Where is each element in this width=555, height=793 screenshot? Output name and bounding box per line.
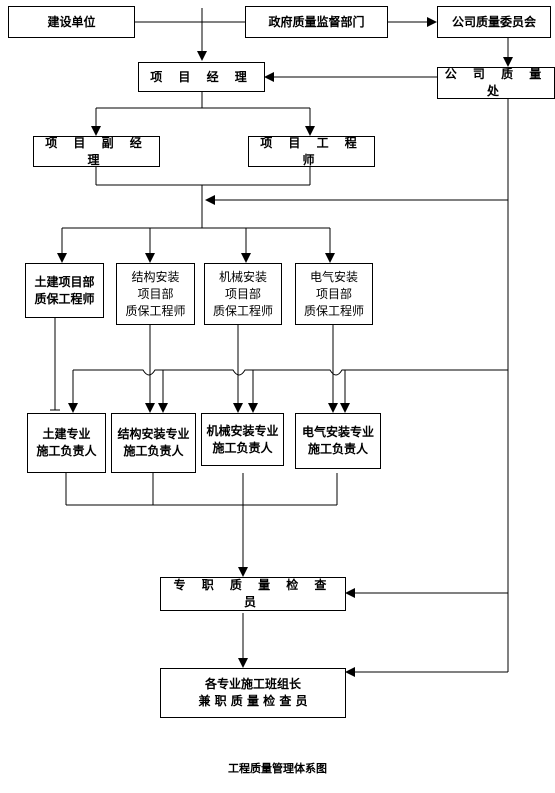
- node-project-engineer: 项 目 工 程 师: [248, 136, 375, 167]
- node-structural-qa: 结构安装 项目部 质保工程师: [116, 263, 195, 325]
- node-team-leaders: 各专业施工班组长 兼 职 质 量 检 查 员: [160, 668, 346, 718]
- diagram-caption: 工程质量管理体系图: [228, 762, 327, 775]
- node-company-quality-dept: 公 司 质 量 处: [437, 67, 555, 99]
- node-structural-lead: 结构安装专业 施工负责人: [111, 413, 196, 473]
- node-project-manager: 项 目 经 理: [138, 62, 265, 92]
- node-civil-lead: 土建专业 施工负责人: [27, 413, 106, 473]
- node-gov-supervision: 政府质量监督部门: [245, 6, 388, 38]
- node-company-quality-committee: 公司质量委员会: [437, 6, 551, 38]
- node-construction-unit: 建设单位: [8, 6, 135, 38]
- node-deputy-pm: 项 目 副 经 理: [33, 136, 160, 167]
- node-mechanical-lead: 机械安装专业 施工负责人: [201, 413, 284, 466]
- node-electrical-qa: 电气安装 项目部 质保工程师: [295, 263, 373, 325]
- node-electrical-lead: 电气安装专业 施工负责人: [295, 413, 381, 469]
- node-mechanical-qa: 机械安装 项目部 质保工程师: [204, 263, 282, 325]
- node-civil-qa: 土建项目部 质保工程师: [25, 263, 104, 318]
- node-dedicated-inspector: 专 职 质 量 检 查 员: [160, 577, 346, 611]
